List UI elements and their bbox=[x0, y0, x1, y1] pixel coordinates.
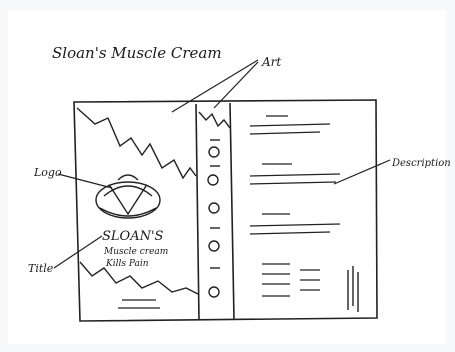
description-label: Description bbox=[391, 158, 451, 169]
logo-label: Logo bbox=[33, 166, 62, 179]
product-brand: SLOAN'S bbox=[102, 229, 164, 244]
title-label: Title bbox=[28, 262, 54, 275]
art-label: Art bbox=[261, 55, 281, 69]
product-line1: Muscle cream bbox=[103, 247, 168, 257]
product-line2: Kills Pain bbox=[105, 259, 149, 269]
sketch-title: Sloan's Muscle Cream bbox=[52, 44, 222, 62]
